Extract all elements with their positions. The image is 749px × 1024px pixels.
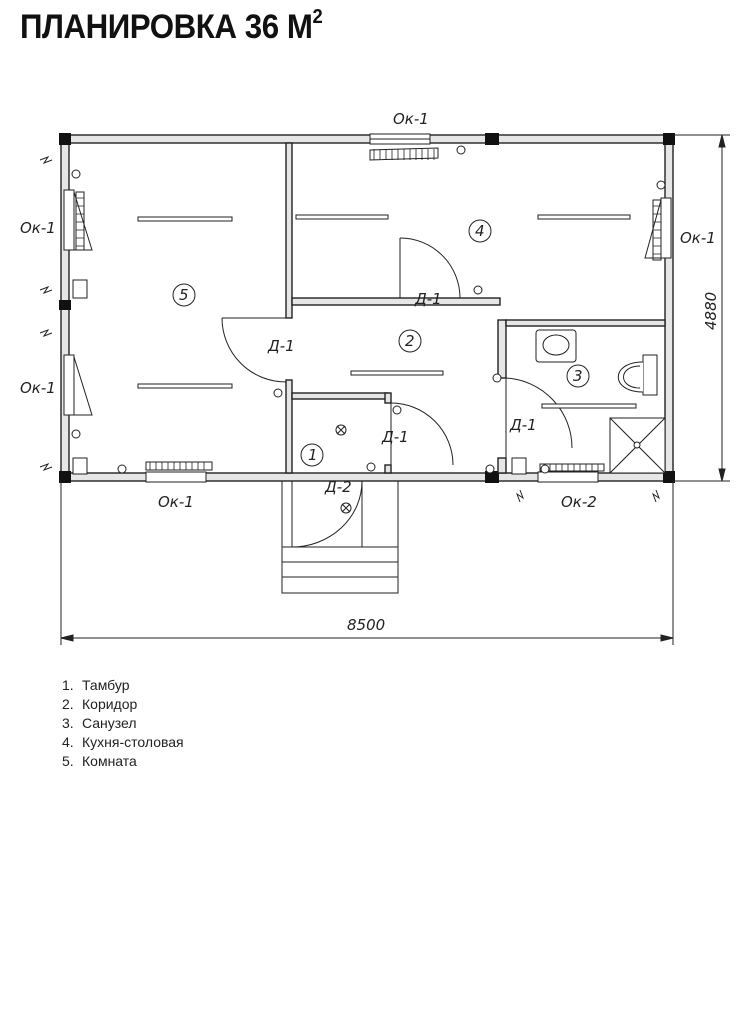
interior-walls — [285, 142, 666, 474]
exterior-walls — [59, 133, 675, 483]
door-label-entry: Д-2 — [324, 478, 352, 496]
room-3-number: 3 — [573, 367, 583, 385]
dimension-height: 4880 — [702, 292, 720, 330]
legend-item: 5.Комната — [62, 753, 137, 769]
window-label-top: Ок-1 — [393, 110, 429, 128]
window-label-left-lower: Ок-1 — [20, 379, 56, 397]
room-5-number: 5 — [179, 286, 189, 304]
page-title: ПЛАНИРОВКА 36 М2 — [20, 6, 323, 46]
plan-labels: Ок-1 Ок-1 Ок-1 Ок-1 Ок-1 Ок-2 Д-1 Д-1 Д-… — [20, 110, 720, 634]
window-label-left-upper: Ок-1 — [20, 219, 56, 237]
window-label-bottom-left: Ок-1 — [158, 493, 194, 511]
room-markers: 1 2 3 4 5 — [172, 219, 590, 467]
dimension-lines — [60, 134, 730, 645]
floor-plan: 1 2 3 4 5 Ок-1 Ок-1 Ок-1 Ок-1 Ок-1 Ок-2 … — [20, 110, 730, 645]
windows — [63, 133, 672, 483]
door-label-room: Д-1 — [267, 337, 295, 355]
light-fixtures — [137, 214, 637, 514]
door-label-bath: Д-1 — [509, 416, 537, 434]
door-label-tambur: Д-1 — [381, 428, 409, 446]
legend-item: 3.Санузел — [62, 715, 137, 731]
room-1-number: 1 — [308, 446, 318, 464]
doors — [221, 237, 573, 594]
window-label-bottom-right: Ок-2 — [561, 493, 597, 511]
dimension-width: 8500 — [347, 616, 385, 634]
room-4-number: 4 — [475, 222, 485, 240]
legend-item: 2.Коридор — [62, 696, 138, 712]
electrical-symbols — [71, 145, 666, 475]
window-label-right: Ок-1 — [680, 229, 716, 247]
legend-item: 1.Тамбур — [62, 677, 130, 693]
room-legend: 1.Тамбур 2.Коридор 3.Санузел 4.Кухня-сто… — [62, 676, 184, 771]
legend-item: 4.Кухня-столовая — [62, 734, 184, 750]
room-2-number: 2 — [405, 332, 415, 350]
door-label-kitchen: Д-1 — [414, 290, 442, 308]
bathroom-fixtures — [535, 329, 666, 474]
cable-entry-marks — [39, 155, 661, 503]
